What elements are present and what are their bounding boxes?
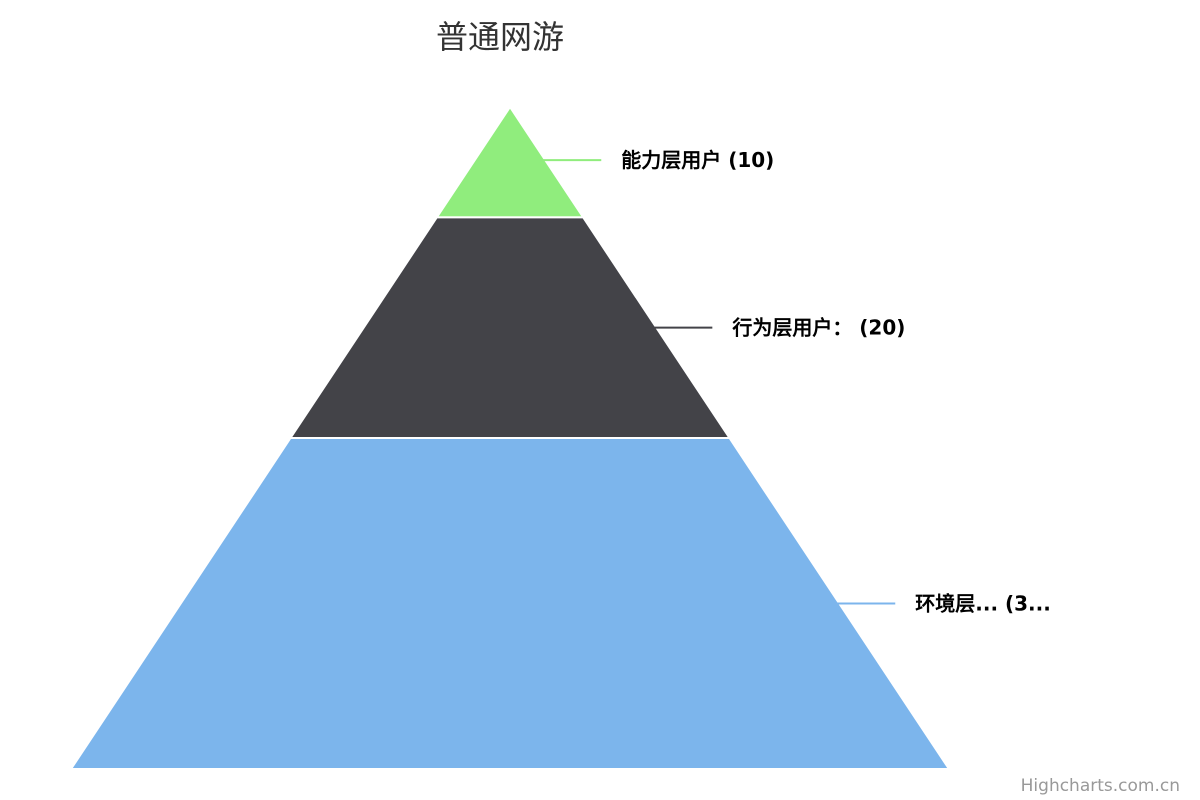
- data-labels: 能力层用户 (10) 行为层用户： (20) 环境层... (3...: [621, 148, 1051, 615]
- label-connectors: [541, 159, 896, 605]
- data-label-1: 能力层用户 (10): [621, 148, 774, 172]
- pyramid-segment-1[interactable]: [434, 105, 586, 219]
- data-label-3: 环境层... (3...: [915, 592, 1051, 616]
- pyramid-segment-3[interactable]: [69, 437, 951, 770]
- pyramid-segments: [69, 105, 951, 770]
- credits-link[interactable]: Highcharts.com.cn: [1021, 776, 1180, 796]
- chart-title: 普通网游: [436, 18, 564, 56]
- data-label-2: 行为层用户： (20): [731, 316, 905, 340]
